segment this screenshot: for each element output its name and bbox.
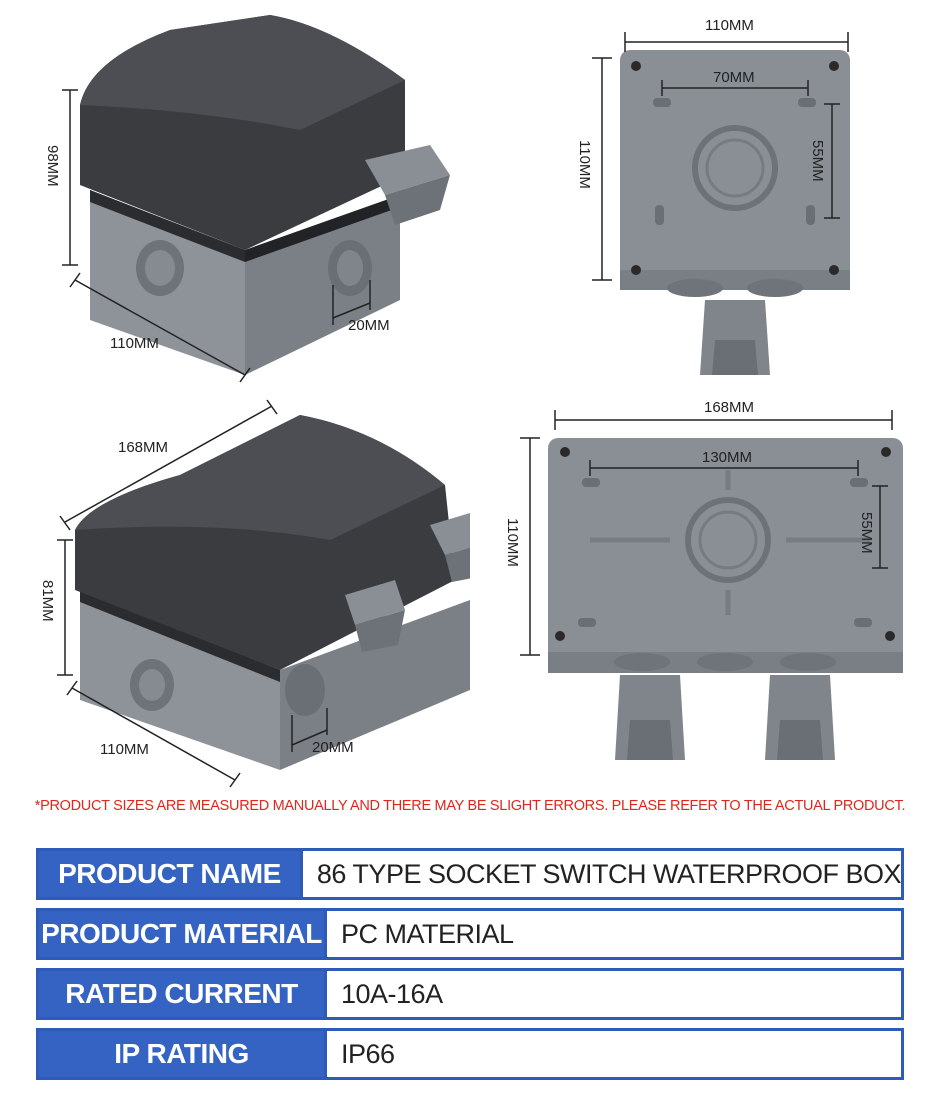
top-right-height-label: 110MM <box>576 140 593 189</box>
top-left-width-label: 110MM <box>110 335 159 352</box>
spec-row-product-material: PRODUCT MATERIAL PC MATERIAL <box>36 908 904 960</box>
bottom-left-length-label: 168MM <box>118 439 168 456</box>
top-right-hole-spacing-label: 70MM <box>713 69 755 86</box>
spec-key: IP RATING <box>39 1031 324 1077</box>
spec-value: PC MATERIAL <box>324 911 901 957</box>
spec-key: RATED CURRENT <box>39 971 324 1017</box>
spec-key: PRODUCT NAME <box>39 851 300 897</box>
top-right-vertical-spacing-label: 55MM <box>809 140 826 182</box>
spec-row-product-name: PRODUCT NAME 86 TYPE SOCKET SWITCH WATER… <box>36 848 904 900</box>
disclaimer-text: *PRODUCT SIZES ARE MEASURED MANUALLY AND… <box>34 798 906 814</box>
bottom-left-width-label: 110MM <box>100 741 149 758</box>
top-left-height-label: 98MM <box>44 145 61 187</box>
spec-table: PRODUCT NAME 86 TYPE SOCKET SWITCH WATER… <box>36 848 904 1088</box>
bottom-right-hole-spacing-label: 130MM <box>702 449 752 466</box>
spec-value: IP66 <box>324 1031 901 1077</box>
bottom-left-hole-label: 20MM <box>312 739 354 756</box>
spec-value: 86 TYPE SOCKET SWITCH WATERPROOF BOX <box>299 851 902 897</box>
spec-key: PRODUCT MATERIAL <box>39 911 324 957</box>
top-right-width-label: 110MM <box>705 17 754 34</box>
bottom-right-length-label: 168MM <box>704 399 754 416</box>
bottom-left-height-label: 81MM <box>39 580 56 622</box>
single-box-back-figure: 110MM 70MM 110MM 55MM <box>576 17 850 375</box>
double-box-perspective-figure: 168MM 81MM 110MM 20MM <box>39 399 470 788</box>
double-box-back-figure: 168MM 130MM 110MM 55MM <box>504 399 903 760</box>
bottom-right-vertical-spacing-label: 55MM <box>858 512 875 554</box>
spec-value: 10A-16A <box>324 971 901 1017</box>
bottom-right-height-label: 110MM <box>504 518 521 567</box>
top-left-hole-label: 20MM <box>348 317 390 334</box>
single-box-perspective-figure: 98MM 110MM 20MM <box>44 15 450 383</box>
spec-row-rated-current: RATED CURRENT 10A-16A <box>36 968 904 1020</box>
spec-row-ip-rating: IP RATING IP66 <box>36 1028 904 1080</box>
